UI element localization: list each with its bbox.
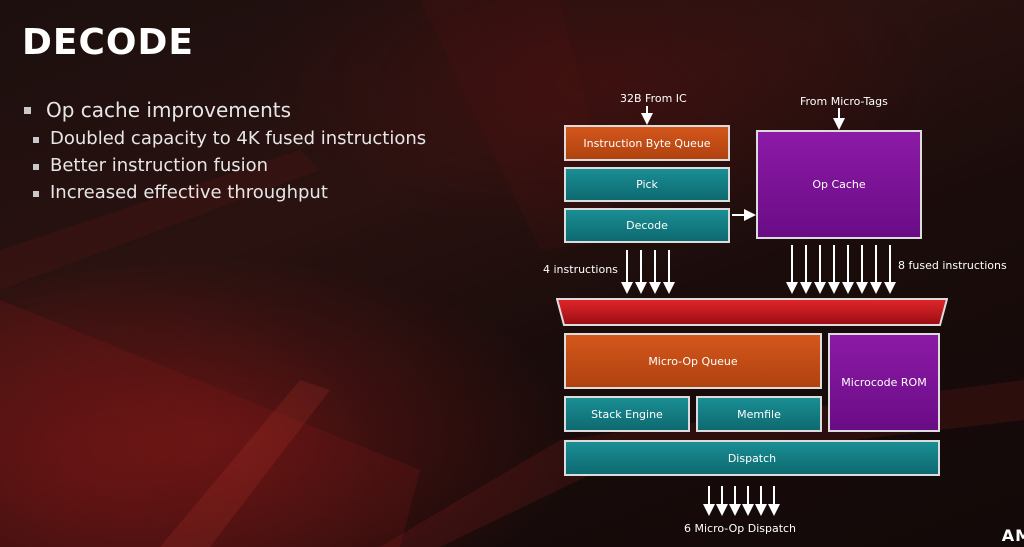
amd-logo: AM [1001, 526, 1024, 545]
micro-op-queue-block: Micro-Op Queue [564, 333, 822, 389]
bullet-text: Doubled capacity to 4K fused instruction… [50, 128, 427, 149]
label-8-fused-instructions: 8 fused instructions [898, 259, 1007, 272]
op-cache-block: Op Cache [756, 130, 922, 239]
block-label: Pick [636, 178, 658, 191]
bullet-item: Increased effective throughput [24, 182, 426, 203]
label-from-micro-tags: From Micro-Tags [800, 95, 888, 108]
dispatch-block: Dispatch [564, 440, 940, 476]
label-from-ic: 32B From IC [620, 92, 687, 105]
pick-block: Pick [564, 167, 730, 202]
decode-block: Decode [564, 208, 730, 243]
bullet-text: Op cache improvements [46, 98, 291, 122]
block-label: Memfile [737, 407, 781, 421]
bullet-item: Better instruction fusion [24, 155, 426, 176]
block-label: Microcode ROM [841, 376, 927, 389]
red-merge-bar [556, 298, 948, 326]
bullet-square-icon [33, 164, 39, 170]
bullet-square-icon [24, 107, 31, 114]
bullet-item: Op cache improvements [24, 98, 426, 122]
label-4-instructions: 4 instructions [543, 263, 618, 276]
stack-engine-block: Stack Engine [564, 396, 690, 432]
bullet-list: Op cache improvements Doubled capacity t… [24, 98, 426, 209]
block-label: Micro-Op Queue [648, 354, 738, 368]
block-label: Op Cache [812, 178, 866, 191]
block-label: Instruction Byte Queue [583, 136, 711, 150]
block-label: Stack Engine [591, 407, 663, 421]
bullet-square-icon [33, 137, 39, 143]
bullet-text: Increased effective throughput [50, 182, 328, 203]
microcode-rom-block: Microcode ROM [828, 333, 940, 432]
bullet-item: Doubled capacity to 4K fused instruction… [24, 128, 426, 149]
bullet-text: Better instruction fusion [50, 155, 269, 176]
block-label: Decode [626, 219, 668, 232]
slide-title: DECODE [22, 22, 194, 63]
bullet-square-icon [33, 191, 39, 197]
label-6-micro-op-dispatch: 6 Micro-Op Dispatch [684, 522, 797, 535]
memfile-block: Memfile [696, 396, 822, 432]
instruction-byte-queue-block: Instruction Byte Queue [564, 125, 730, 161]
block-label: Dispatch [727, 451, 777, 465]
